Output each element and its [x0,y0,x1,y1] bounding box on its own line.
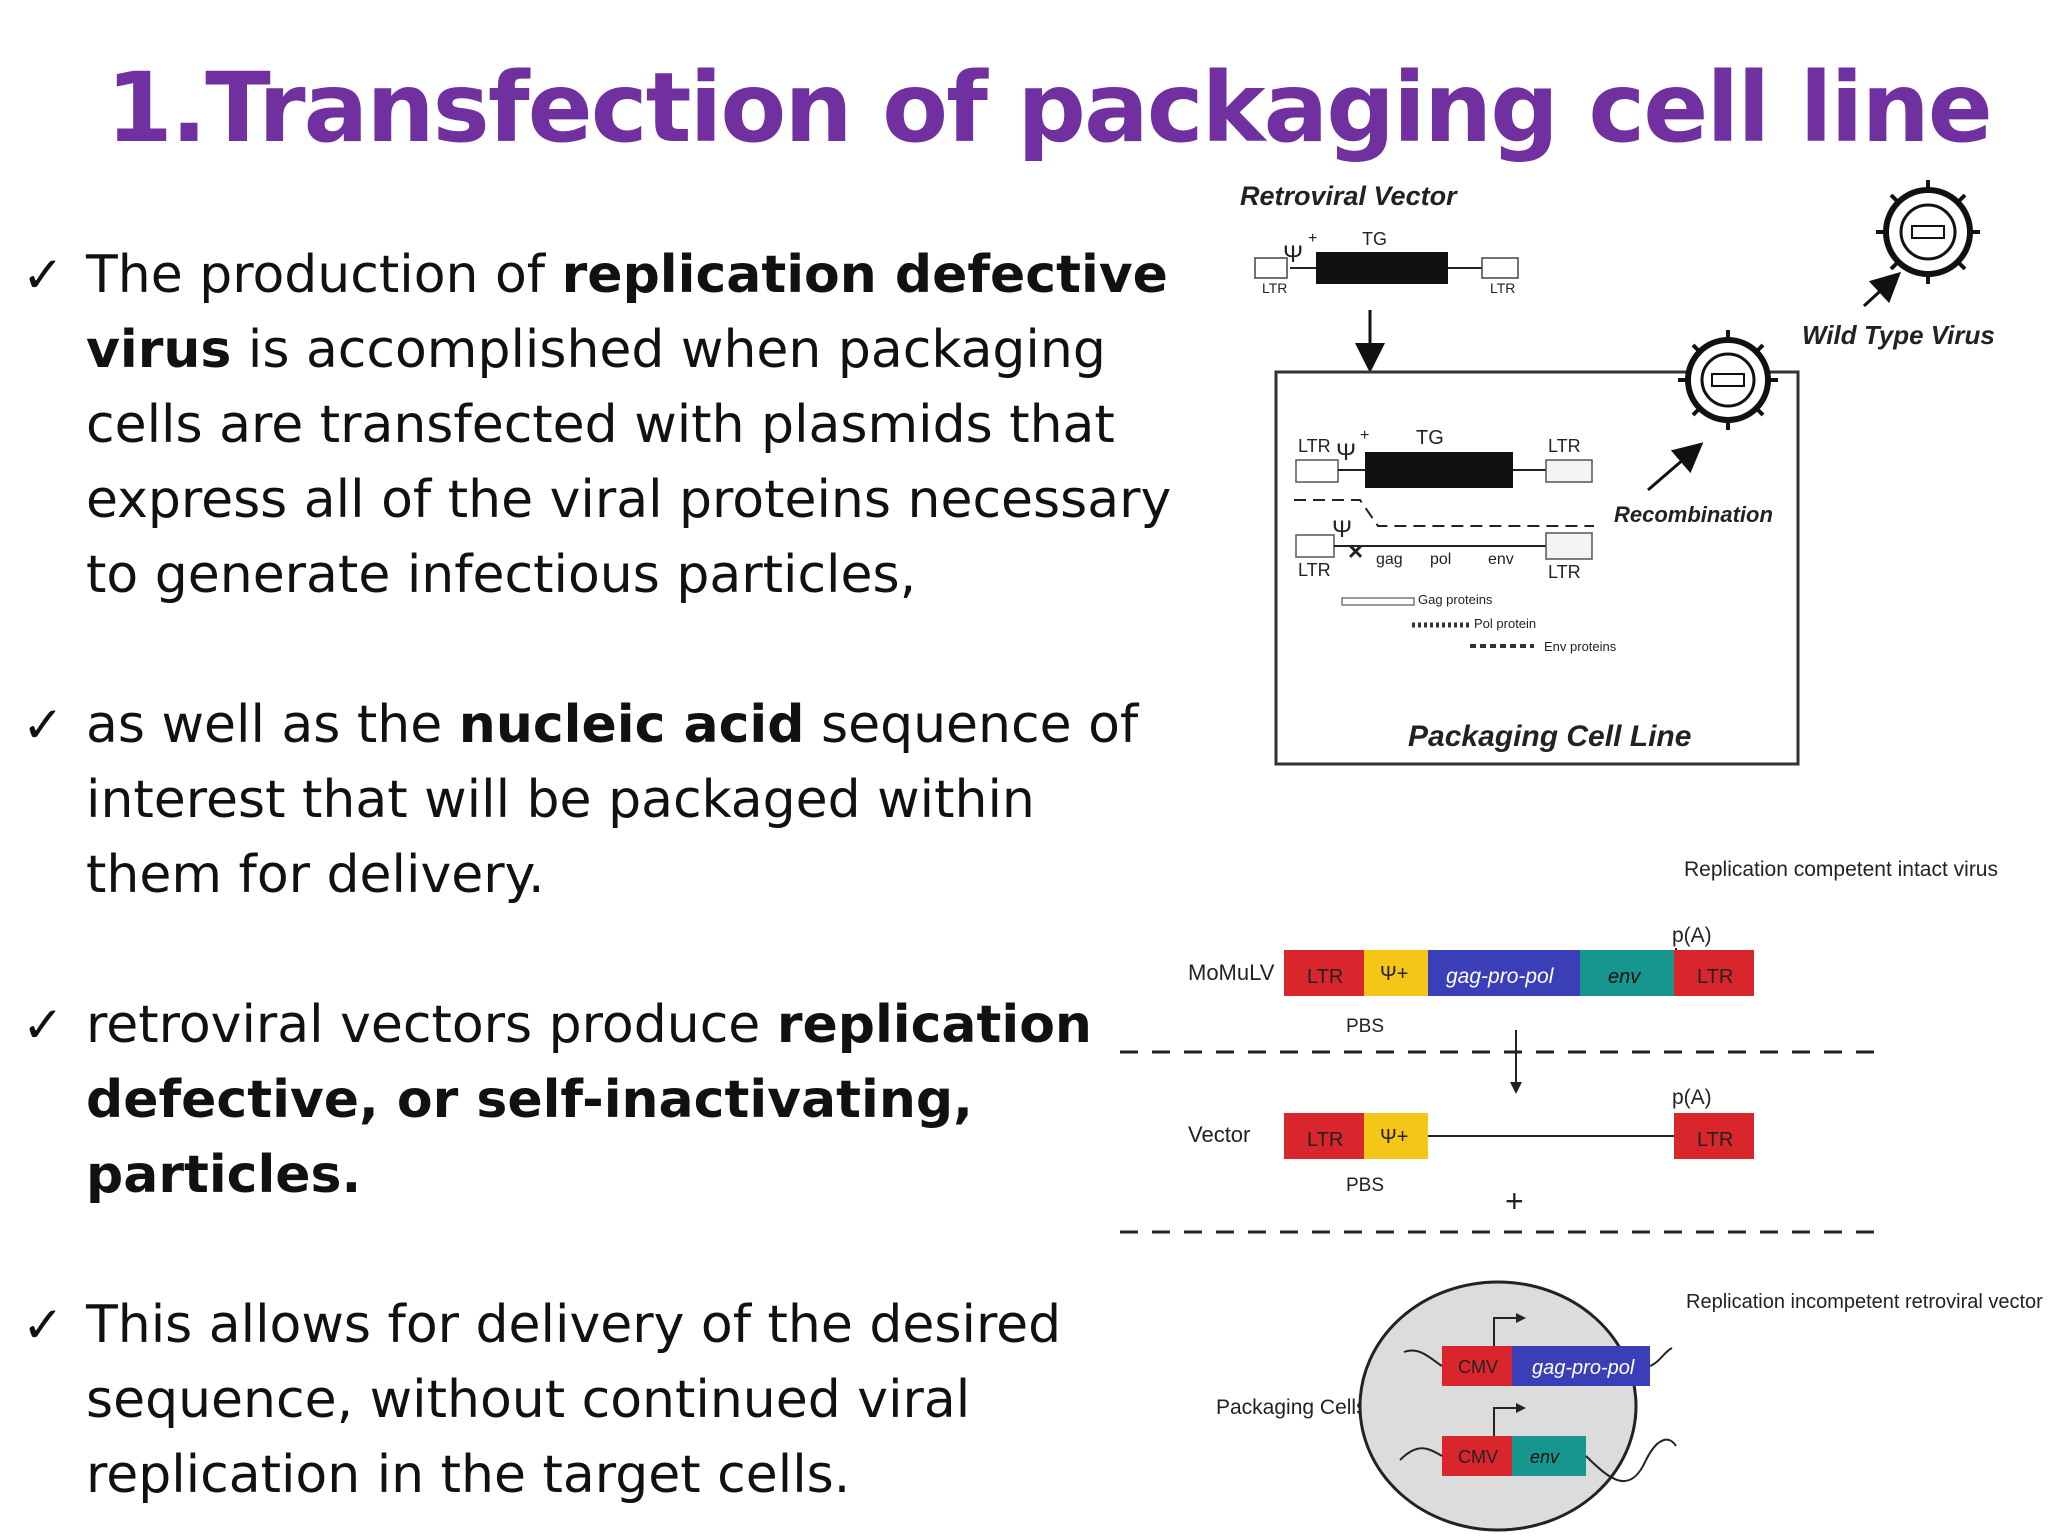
ltr-box [1545,459,1593,483]
wild-type-virus-label: Wild Type Virus [1802,320,1995,350]
cmv-promoter-segment [1442,1436,1512,1476]
psi-segment [1364,950,1428,996]
ltr-label: LTR [1307,966,1343,988]
ltr-label: LTR [1298,436,1331,456]
pbs-label: PBS [1346,1016,1384,1037]
bullet-text: This allows for delivery of the desired … [86,1295,1062,1505]
packaging-cells-label: Packaging Cells [1216,1396,1367,1419]
gag-protein-bar [1341,597,1415,606]
ltr-label: LTR [1697,966,1733,988]
psi-plus-sign: + [1308,230,1317,247]
bullet-text: sequence of interest that will be packag… [86,695,1139,905]
plus-sign: + [1505,1183,1524,1219]
momulv-label: MoMuLV [1188,960,1275,985]
ltr-label: LTR [1697,1129,1733,1151]
cmv-label: CMV [1458,1447,1498,1467]
env-segment [1580,950,1674,996]
bullet-bold-text: replication defective, or self-inactivat… [86,995,1092,1205]
ltr-segment [1284,950,1364,996]
checkmark-icon: ✓ [22,696,64,754]
checkmark-icon: ✓ [22,996,64,1054]
env-proteins-label: Env proteins [1544,639,1617,654]
checkmark-icon: ✓ [22,246,64,304]
polya-label: p(A) [1672,924,1712,947]
psi-label: Ψ+ [1380,963,1408,985]
ltr-box [1545,532,1593,560]
psi-symbol: Ψ [1332,516,1352,543]
gag-pro-pol-segment [1428,950,1580,996]
bullet-list: ✓ The production of replication defectiv… [22,238,1182,1513]
slide-title: 1.Transfection of packaging cell line [106,52,1993,164]
ltr-box [1254,257,1288,279]
promoter-arrow-icon [1493,1407,1520,1436]
polya-label: p(A) [1672,1086,1712,1109]
checkmark-icon: ✓ [22,1296,64,1354]
ltr-label: LTR [1490,280,1515,296]
psi-symbol: Ψ [1336,439,1356,466]
ltr-box [1481,257,1519,279]
gag-proteins-label: Gag proteins [1418,592,1493,607]
packaging-cell-contents: LTR Ψ + TG LTR Ψ × gag pol env LTR LTR G… [1294,427,1691,753]
vector-label: Vector [1188,1122,1250,1147]
psi-label: Ψ+ [1380,1126,1408,1148]
down-arrow-icon [1510,1082,1522,1094]
tg-label: TG [1362,229,1387,249]
bullet-item: ✓ The production of replication defectiv… [22,238,1182,613]
bullet-text: is accomplished when packaging cells are… [86,320,1172,605]
ltr-label: LTR [1298,560,1331,580]
bullet-text: as well as the [86,695,459,755]
bullet-text: retroviral vectors produce [86,995,777,1055]
env-label: env [1488,551,1514,568]
bullet-bold-text: nucleic acid [458,695,805,755]
recombinant-virus-icon [1678,330,1778,430]
ltr-label: LTR [1307,1129,1343,1151]
promoter-arrow-icon [1493,1317,1520,1346]
ltr-label: LTR [1548,436,1581,456]
retroviral-vector-label: Retroviral Vector [1240,181,1458,211]
ltr-segment [1674,950,1754,996]
tg-label: TG [1416,427,1444,449]
wild-type-virus-icon [1876,180,1980,284]
psi-symbol: Ψ [1283,241,1303,268]
packaging-cell-line-label: Packaging Cell Line [1408,720,1691,753]
env-label: env [1608,966,1641,988]
retroviral-vector-construct: Ψ + TG LTR LTR [1254,229,1519,296]
recombination-label: Recombination [1614,502,1773,527]
bullet-item: ✓ as well as the nucleic acid sequence o… [22,688,1182,913]
pbs-label: PBS [1346,1175,1384,1196]
psi-plus-sign: + [1360,427,1369,444]
tg-box [1365,452,1513,488]
bullet-item: ✓ retroviral vectors produce replication… [22,988,1182,1213]
deletion-x-icon: × [1348,536,1363,566]
ltr-segment [1674,1113,1754,1159]
pol-label: pol [1430,551,1451,568]
bullet-text: The production of [86,245,562,305]
replication-competent-label: Replication competent intact virus [1684,858,1998,881]
cmv-promoter-segment [1442,1346,1512,1386]
bullet-bold-text: replication defective virus [86,245,1168,380]
cmv-label: CMV [1458,1357,1498,1377]
replication-incompetent-label: Replication incompetent retroviral vecto… [1686,1291,2043,1313]
gag-pro-pol-label: gag-pro-pol [1532,1357,1635,1379]
recombination-arrow-icon [1647,442,1704,492]
psi-segment [1364,1113,1428,1159]
gag-label: gag [1376,551,1403,568]
ltr-label: LTR [1262,280,1287,296]
env-label: env [1530,1447,1560,1467]
pol-protein-label: Pol protein [1474,616,1536,631]
env-segment [1512,1436,1586,1476]
packaging-cell-ellipse [1358,1280,1638,1532]
tg-box [1316,252,1448,284]
ltr-segment [1284,1113,1364,1159]
packaging-cell-box [1274,370,1800,766]
bullet-item: ✓ This allows for delivery of the desire… [22,1288,1182,1513]
wild-type-arrow-icon [1862,271,1902,308]
gag-pro-pol-label: gag-pro-pol [1446,965,1555,988]
ltr-label: LTR [1548,562,1581,582]
gag-pro-pol-segment [1512,1346,1650,1386]
